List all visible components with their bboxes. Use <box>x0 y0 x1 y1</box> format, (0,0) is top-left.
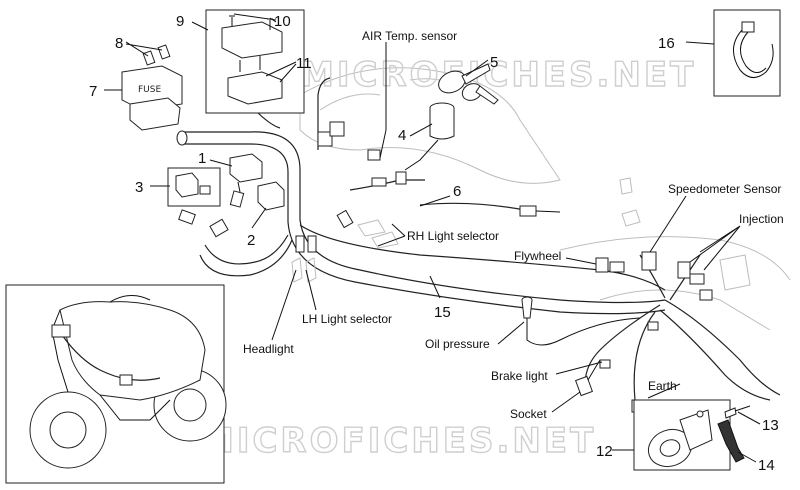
fuse-box-7: FUSE <box>121 65 183 131</box>
label-brake-light: Brake light <box>491 369 548 383</box>
callout-5: 5 <box>490 54 498 71</box>
fuse-8-icon <box>142 44 171 66</box>
right-connectors <box>595 177 751 331</box>
fuse-box-7-marking: FUSE <box>138 85 161 95</box>
callout-3: 3 <box>135 179 143 196</box>
callout-12: 12 <box>596 443 613 460</box>
harness-end <box>176 130 188 146</box>
label-earth: Earth <box>648 379 677 393</box>
relay-1-icon <box>229 153 263 208</box>
label-rh-light-selector: RH Light selector <box>407 229 499 243</box>
callout-10: 10 <box>274 13 291 30</box>
keys-5-icon <box>438 63 499 105</box>
watermark-bottom: MICROFICHES.NET <box>200 421 596 461</box>
bolt-13-icon <box>724 405 751 419</box>
motorcycle-ghost-outline <box>299 67 791 331</box>
ignition-switch-4-icon <box>404 102 455 171</box>
rh-light-selector-connectors <box>291 219 399 283</box>
callout-13: 13 <box>762 417 779 434</box>
label-air-temp-sensor: AIR Temp. sensor <box>362 29 457 43</box>
label-headlight: Headlight <box>243 342 294 356</box>
callout-2: 2 <box>247 232 255 249</box>
callout-11: 11 <box>296 55 312 72</box>
callout-14: 14 <box>758 457 775 474</box>
oil-pressure-sensor-icon <box>521 296 641 346</box>
motorcycle-overview-drawing <box>29 295 227 469</box>
fuse-box-part <box>221 21 283 105</box>
cable-tie-16-icon <box>733 21 774 78</box>
callout-1: 1 <box>198 150 206 167</box>
label-flywheel: Flywheel <box>514 249 561 263</box>
cable-6-icon <box>519 205 561 217</box>
callout-15: 15 <box>434 304 451 321</box>
connector-left-icon <box>178 121 407 253</box>
brake-light-switch-icon <box>599 359 611 369</box>
socket-icon <box>574 359 601 397</box>
flasher-3-icon <box>175 172 211 198</box>
label-injection: Injection <box>739 212 784 226</box>
label-speedometer-sensor: Speedometer Sensor <box>668 182 781 196</box>
callout-7: 7 <box>89 83 97 100</box>
watermark-top: MICROFICHES.NET <box>300 55 696 95</box>
callout-16: 16 <box>658 35 675 52</box>
module-2-icon <box>257 181 285 211</box>
callout-9: 9 <box>176 13 184 30</box>
bracket-14-icon <box>717 419 745 463</box>
leader-lines <box>104 13 761 463</box>
label-socket: Socket <box>510 407 547 421</box>
callout-4: 4 <box>398 127 406 144</box>
callout-8: 8 <box>115 35 123 52</box>
label-oil-pressure: Oil pressure <box>425 337 490 351</box>
callout-6: 6 <box>453 183 461 200</box>
horn-12-icon <box>647 409 713 468</box>
label-lh-light-selector: LH Light selector <box>302 312 392 326</box>
